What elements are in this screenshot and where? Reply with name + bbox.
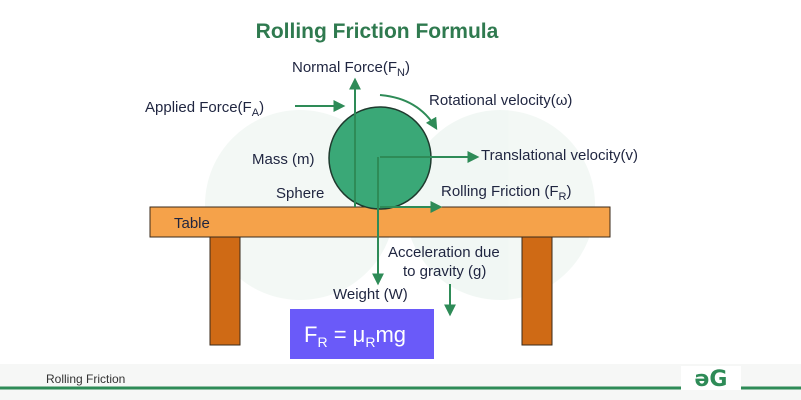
- footer-bar: [0, 364, 801, 400]
- mass-label: Mass (m): [252, 151, 315, 168]
- rolling-friction-label: Rolling Friction (FR): [441, 183, 571, 203]
- formula-text: FR = μRmg: [304, 322, 406, 350]
- rotational-velocity-arrow: [379, 94, 438, 131]
- formula-box: [290, 309, 434, 359]
- translational-velocity-label: Translational velocity(v): [481, 147, 638, 164]
- table-leg-right: [521, 236, 553, 346]
- svg-text:əG: əG: [695, 367, 728, 392]
- weight-label: Weight (W): [333, 286, 408, 303]
- diagram-title: Rolling Friction Formula: [256, 20, 499, 43]
- table-leg-left: [209, 236, 241, 346]
- table-top: [149, 206, 611, 238]
- sphere-label: Sphere: [276, 185, 324, 202]
- acceleration-label-line2: to gravity (g): [403, 263, 486, 280]
- applied-force-label: Applied Force(FA): [145, 99, 264, 119]
- rotational-velocity-label: Rotational velocity(ω): [429, 92, 572, 109]
- footer-caption: Rolling Friction: [46, 372, 125, 386]
- normal-force-label: Normal Force(FN): [292, 59, 410, 79]
- acceleration-label-line1: Acceleration due: [388, 244, 500, 261]
- table-label: Table: [174, 215, 210, 232]
- gfg-logo-icon: əG: [681, 366, 741, 392]
